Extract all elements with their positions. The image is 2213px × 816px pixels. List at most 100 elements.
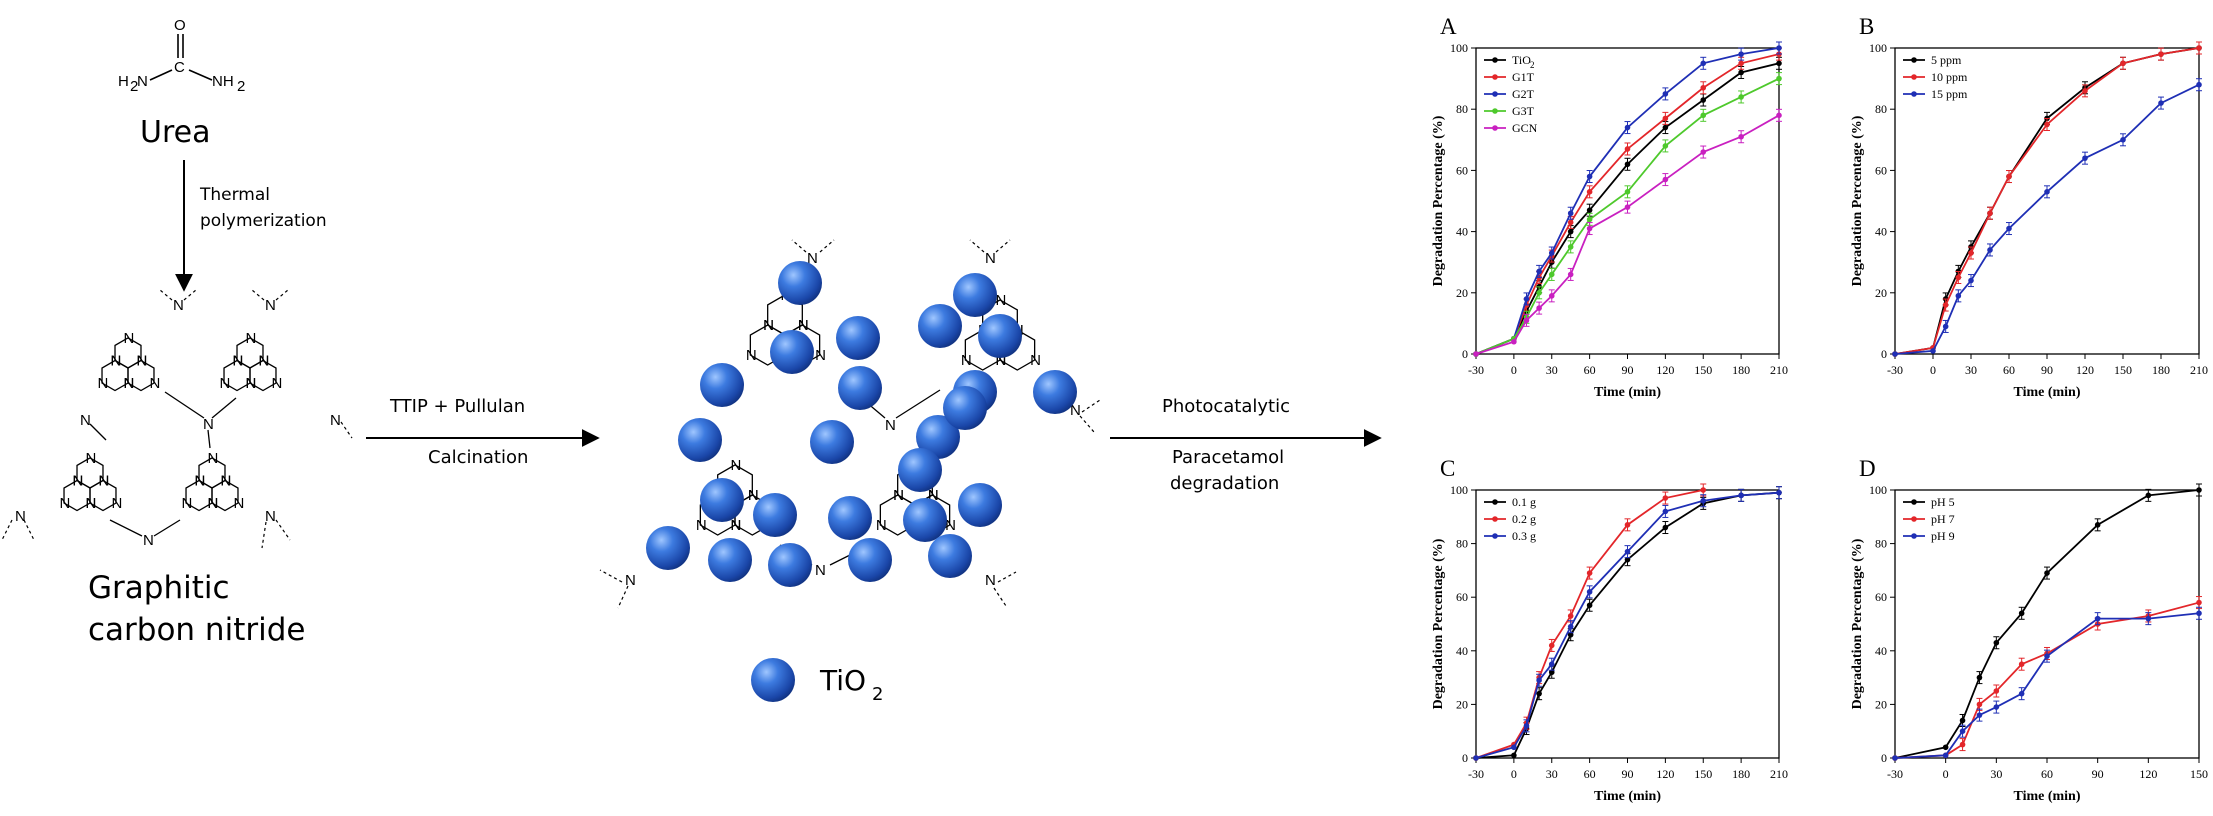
tio2-sphere	[828, 496, 872, 540]
x-tick-label: 150	[1694, 767, 1712, 781]
tio2-sphere	[1033, 370, 1077, 414]
nitrogen-atom: N	[961, 352, 972, 369]
series-15-ppm	[1892, 78, 2202, 357]
tio2-sphere	[753, 493, 797, 537]
data-point	[1942, 752, 1949, 759]
bridging-nitrogen: N	[203, 416, 214, 433]
tio2-sphere	[708, 538, 752, 582]
legend-marker	[1911, 91, 1917, 97]
data-point	[2018, 661, 2025, 667]
data-point	[1892, 755, 1898, 761]
nitrogen-atom: N	[748, 487, 759, 504]
data-point	[1738, 51, 1744, 57]
bridge-bond	[895, 389, 941, 419]
x-tick-label: 150	[2114, 363, 2132, 377]
data-point	[1700, 97, 1707, 103]
x-axis-label: Time (min)	[2013, 385, 2080, 400]
y-tick-label: 100	[1869, 41, 1887, 55]
x-tick-label: 180	[1732, 767, 1750, 781]
data-point	[1700, 60, 1707, 67]
data-point	[1700, 149, 1707, 155]
chain-continuation	[819, 239, 835, 253]
step3-label-line3: degradation	[1170, 473, 1279, 494]
bridging-nitrogen: N	[985, 250, 996, 267]
data-point	[1662, 508, 1669, 515]
series-line	[1894, 489, 2200, 759]
tio2-legend-sub: 2	[872, 684, 883, 705]
tio2-sphere	[810, 420, 854, 464]
y-axis-label: Degradation Percentage (%)	[1431, 115, 1446, 286]
triazine-ring: NNN	[124, 353, 161, 393]
urea-left-amine-sub: 2	[130, 78, 138, 95]
x-tick-label: 180	[2152, 363, 2170, 377]
urea-left-amine-n: N	[137, 73, 148, 90]
tio2-sphere	[778, 261, 822, 305]
data-point	[1700, 112, 1707, 119]
data-point	[1987, 247, 1993, 253]
x-tick-label: 30	[1546, 363, 1558, 377]
legend-marker	[1492, 74, 1498, 80]
series-g2t	[1473, 41, 1782, 357]
data-point	[1976, 674, 1983, 681]
data-point	[1662, 91, 1669, 97]
bridging-nitrogen: N	[143, 532, 154, 549]
x-tick-label: -30	[1468, 767, 1484, 781]
nitrogen-atom: N	[220, 473, 231, 490]
chain-continuation	[340, 421, 353, 439]
data-point	[1567, 219, 1574, 226]
data-point	[1567, 631, 1574, 638]
y-tick-label: 80	[1875, 102, 1887, 116]
data-point	[2145, 615, 2152, 622]
legend-marker	[1492, 57, 1498, 63]
tio2-sphere	[768, 543, 812, 587]
data-point	[1976, 701, 1983, 708]
y-tick-label: 40	[1875, 644, 1887, 658]
data-point	[1586, 570, 1593, 576]
data-point	[1959, 741, 1966, 748]
nitrogen-atom: N	[233, 495, 244, 512]
bridging-nitrogen: N	[80, 412, 91, 429]
bridging-nitrogen: N	[815, 562, 826, 579]
urea-label: Urea	[140, 115, 210, 150]
chain-continuation	[969, 239, 985, 253]
legend-marker	[1492, 91, 1498, 97]
x-tick-label: 120	[1656, 363, 1674, 377]
x-tick-label: 60	[1584, 767, 1596, 781]
tio2-sphere	[953, 273, 997, 317]
data-point	[2082, 88, 2088, 94]
data-point	[1511, 752, 1517, 759]
data-point	[1536, 268, 1542, 275]
data-point	[2158, 51, 2164, 57]
panel-label: C	[1440, 456, 1455, 481]
bridge-bond	[211, 397, 237, 419]
legend-marker	[1911, 516, 1917, 522]
x-tick-label: 30	[1546, 767, 1558, 781]
data-point	[1624, 124, 1631, 131]
data-point	[2044, 189, 2050, 195]
y-tick-label: 20	[1456, 697, 1468, 711]
x-tick-label: 90	[2092, 767, 2104, 781]
tio2-sphere	[836, 316, 880, 360]
y-tick-label: 0	[1462, 347, 1468, 361]
data-point	[1738, 94, 1744, 100]
urea-right-amine-sub: 2	[237, 78, 245, 95]
bridging-nitrogen: N	[985, 572, 996, 589]
x-tick-label: -30	[1887, 767, 1903, 781]
chain-continuation	[1, 519, 13, 541]
legend-label: G1T	[1512, 70, 1535, 84]
x-tick-label: 210	[1770, 363, 1788, 377]
y-tick-label: 100	[1869, 483, 1887, 497]
chain-continuation	[1081, 399, 1101, 413]
urea-right-amine: NH	[212, 73, 234, 90]
x-tick-label: 210	[2190, 363, 2208, 377]
tio2-sphere	[916, 415, 960, 459]
data-point	[1567, 613, 1574, 619]
chain-continuation	[275, 289, 289, 301]
bridge-bond	[153, 519, 181, 537]
nitrogen-atom: N	[182, 495, 193, 512]
nitrogen-atom: N	[876, 517, 887, 534]
legend-label: 5 ppm	[1931, 53, 1962, 67]
data-point	[1586, 207, 1593, 213]
bridging-nitrogen: N	[265, 297, 276, 314]
